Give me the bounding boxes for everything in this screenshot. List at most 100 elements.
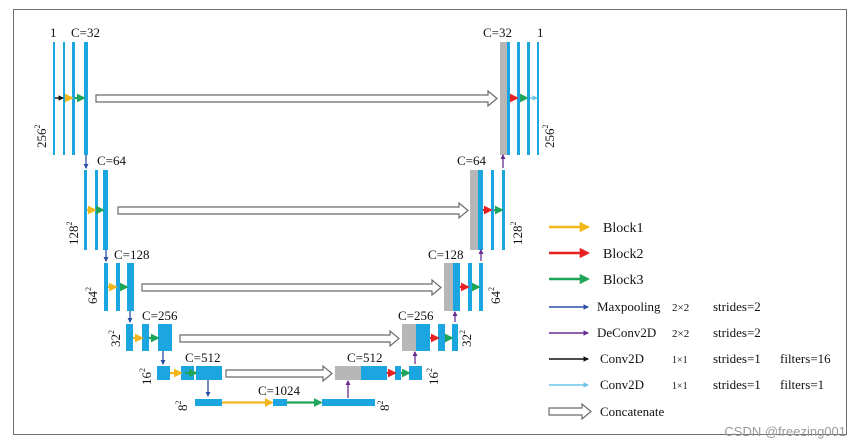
feature-map bbox=[502, 170, 505, 250]
legend-filters: filters=16 bbox=[780, 351, 831, 366]
feature-map bbox=[479, 263, 483, 311]
feature-map bbox=[491, 170, 494, 250]
legend-label: Block2 bbox=[603, 247, 643, 262]
level-4-encoder bbox=[126, 324, 172, 351]
resolution-label-8-left: 82 bbox=[174, 401, 190, 412]
feature-map bbox=[416, 324, 430, 351]
legend-kernel: 2×2 bbox=[672, 328, 689, 340]
concatenate-arrow bbox=[141, 278, 442, 297]
concatenate-arrow bbox=[117, 201, 469, 220]
resolution-label-32-right: 322 bbox=[458, 330, 474, 347]
legend-strides: strides=2 bbox=[713, 325, 761, 340]
feature-map bbox=[53, 42, 55, 155]
legend-label: Block3 bbox=[603, 273, 643, 288]
legend-item-block1: Block1 bbox=[549, 221, 643, 236]
resolution-label-32-left: 322 bbox=[107, 330, 123, 347]
concat-map bbox=[500, 42, 507, 155]
legend-label: Concatenate bbox=[600, 404, 664, 419]
channel-label-c1024: C=1024 bbox=[258, 383, 301, 398]
legend-strides: strides=1 bbox=[713, 377, 761, 392]
concatenate-arrow bbox=[179, 329, 400, 348]
feature-map bbox=[72, 42, 75, 155]
feature-map bbox=[468, 263, 472, 311]
feature-map bbox=[126, 324, 133, 351]
concat-map bbox=[335, 366, 361, 380]
resolution-label-16-left: 162 bbox=[138, 368, 154, 385]
legend-kernel: 2×2 bbox=[672, 302, 689, 314]
channel-label-c512-encoder: C=512 bbox=[185, 350, 221, 365]
resolution-label-256-right: 2562 bbox=[541, 125, 557, 149]
feature-map bbox=[517, 42, 520, 155]
legend-label: DeConv2D bbox=[597, 325, 656, 340]
resolution-label-16-right: 162 bbox=[425, 368, 441, 385]
feature-map bbox=[158, 324, 172, 351]
feature-map bbox=[273, 399, 287, 406]
concatenate-arrow bbox=[225, 364, 333, 383]
feature-map bbox=[409, 366, 422, 380]
legend-item-block3: Block3 bbox=[549, 273, 643, 288]
legend-filters: filters=1 bbox=[780, 377, 824, 392]
resolution-label-64-right: 642 bbox=[487, 287, 503, 304]
feature-map bbox=[196, 366, 222, 380]
diagram-frame bbox=[13, 9, 847, 435]
concat-map bbox=[444, 263, 453, 311]
input-channel-label: 1 bbox=[50, 25, 57, 40]
level-3-encoder bbox=[104, 263, 134, 311]
resolution-label-128-left: 1282 bbox=[65, 222, 81, 246]
channel-label-c512-decoder: C=512 bbox=[347, 350, 383, 365]
legend-item-maxpooling: Maxpooling 2×2 strides=2 bbox=[549, 299, 761, 314]
channel-label-c64-decoder: C=64 bbox=[457, 153, 487, 168]
channel-label-c256-encoder: C=256 bbox=[142, 308, 178, 323]
concat-map bbox=[470, 170, 478, 250]
feature-map bbox=[157, 366, 170, 380]
feature-map bbox=[438, 324, 445, 351]
feature-map bbox=[507, 42, 510, 155]
concatenate-arrow-icon bbox=[548, 402, 592, 421]
watermark: CSDN @freezing001 bbox=[724, 424, 846, 439]
feature-map bbox=[116, 263, 120, 311]
feature-map bbox=[452, 324, 458, 351]
feature-map bbox=[453, 263, 460, 311]
channel-label-c128-decoder: C=128 bbox=[428, 247, 464, 262]
channel-label-c256-decoder: C=256 bbox=[398, 308, 434, 323]
concatenate-arrow bbox=[95, 89, 498, 108]
level-5-encoder bbox=[157, 366, 222, 380]
feature-map bbox=[63, 42, 65, 155]
feature-map bbox=[537, 42, 539, 155]
level-5-decoder bbox=[335, 366, 422, 380]
feature-map bbox=[195, 399, 222, 406]
legend-strides: strides=1 bbox=[713, 351, 761, 366]
legend-item-conv2d-1: Conv2D 1×1 strides=1 filters=1 bbox=[549, 377, 824, 392]
feature-map bbox=[142, 324, 149, 351]
feature-map bbox=[322, 399, 375, 406]
channel-label-c32-encoder: C=32 bbox=[71, 25, 100, 40]
legend-kernel: 1×1 bbox=[672, 381, 688, 392]
feature-map bbox=[527, 42, 530, 155]
feature-map bbox=[84, 170, 87, 250]
concat-map bbox=[402, 324, 416, 351]
feature-map bbox=[84, 42, 88, 155]
feature-map bbox=[104, 263, 108, 311]
resolution-label-64-left: 642 bbox=[84, 287, 100, 304]
feature-map bbox=[95, 170, 98, 250]
feature-map bbox=[478, 170, 483, 250]
bottleneck bbox=[195, 398, 375, 407]
resolution-label-8-right: 82 bbox=[376, 401, 392, 412]
channel-label-c32-decoder: C=32 bbox=[483, 25, 512, 40]
legend-item-concatenate: Concatenate bbox=[548, 402, 664, 421]
level-4-decoder bbox=[402, 324, 458, 351]
legend-item-block2: Block2 bbox=[549, 247, 643, 262]
channel-label-c128-encoder: C=128 bbox=[114, 247, 150, 262]
legend-label: Block1 bbox=[603, 221, 643, 236]
legend-label: Conv2D bbox=[600, 377, 644, 392]
feature-map bbox=[395, 366, 401, 380]
channel-label-c64-encoder: C=64 bbox=[97, 153, 127, 168]
legend: Block1 Block2 Block3 Maxpooling 2×2 stri… bbox=[548, 221, 831, 421]
level-1-decoder bbox=[500, 42, 539, 155]
level-3-decoder bbox=[444, 263, 483, 311]
output-channel-label: 1 bbox=[537, 25, 544, 40]
legend-item-conv2d-16: Conv2D 1×1 strides=1 filters=16 bbox=[549, 351, 831, 366]
resolution-label-256-left: 2562 bbox=[33, 125, 49, 149]
legend-item-deconv2d: DeConv2D 2×2 strides=2 bbox=[549, 325, 761, 340]
